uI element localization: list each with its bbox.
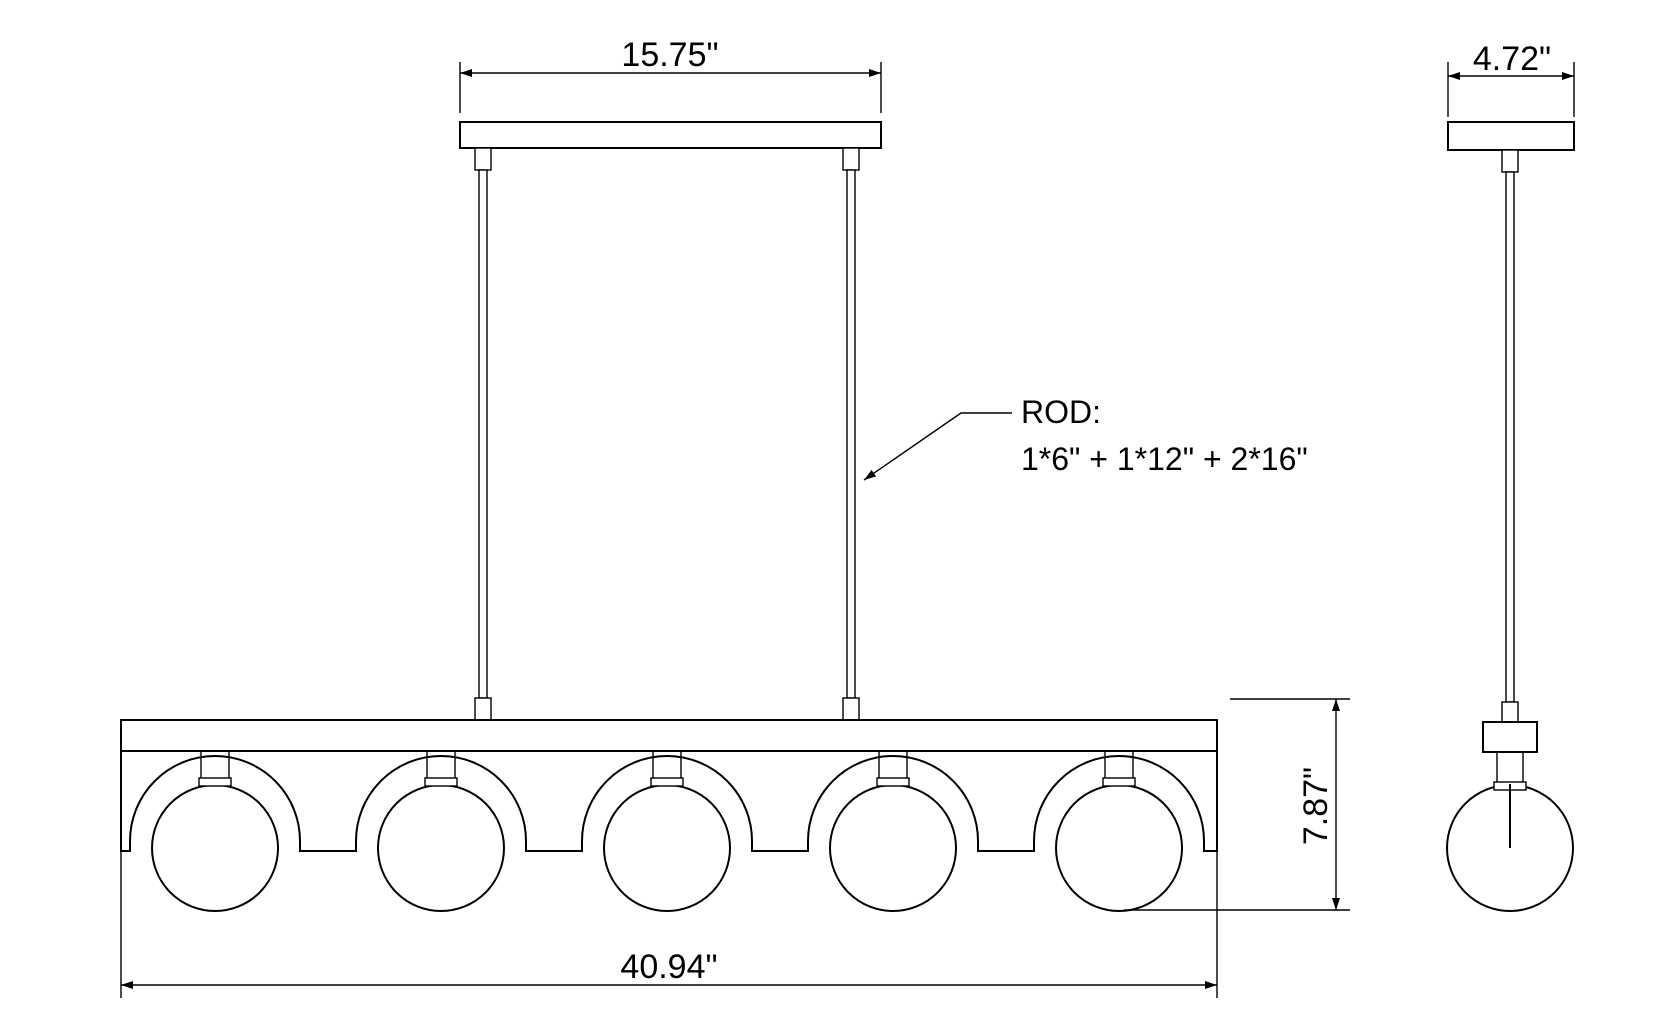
dimension-label-canopy-width: 15.75" (621, 36, 718, 74)
globe-collar (876, 777, 910, 787)
globe-shade-3 (603, 751, 731, 912)
dimension-side-canopy-width: 4.72" (1447, 40, 1575, 117)
front-view (120, 121, 1218, 912)
side-rod-fitting-bottom (1501, 701, 1519, 723)
fixture-body-outline (120, 751, 1218, 852)
rod-note-title: ROD: (1021, 394, 1101, 430)
front-canopy-plate (459, 121, 882, 149)
dimension-overall-width: 40.94" (120, 852, 1218, 998)
globe-circle (603, 784, 731, 912)
rod-fitting-top-left (474, 147, 492, 171)
side-body-block (1482, 721, 1538, 753)
side-canopy-plate (1447, 121, 1575, 151)
dimension-label-overall-width: 40.94" (620, 948, 717, 986)
globe-shades (151, 751, 1183, 912)
rod-note-spec: 1*6" + 1*12" + 2*16" (1021, 441, 1308, 477)
globe-collar (198, 777, 232, 787)
globe-shade-1 (151, 751, 279, 912)
side-suspension-rod (1505, 171, 1515, 703)
globe-circle (1055, 784, 1183, 912)
globe-collar (650, 777, 684, 787)
rod-callout: ROD: 1*6" + 1*12" + 2*16" (863, 394, 1308, 481)
suspension-rod-left (478, 169, 488, 699)
rod-leader-line (863, 412, 1012, 481)
side-view (1446, 121, 1575, 912)
rod-fitting-top-right (842, 147, 860, 171)
globe-circle (151, 784, 279, 912)
rod-fitting-bottom-left (474, 697, 492, 721)
dimension-canopy-width: 15.75" (459, 36, 882, 113)
side-rod-fitting-top (1501, 149, 1519, 173)
globe-shade-5 (1055, 751, 1183, 912)
globe-shade-4 (829, 751, 957, 912)
globe-shade-2 (377, 751, 505, 912)
globe-collar (424, 777, 458, 787)
globe-circle (829, 784, 957, 912)
dimension-label-side-canopy-width: 4.72" (1473, 40, 1551, 78)
rod-fitting-bottom-right (842, 697, 860, 721)
dimension-fixture-height: 7.87" (1124, 698, 1350, 911)
globe-collar (1102, 777, 1136, 787)
globe-circle (377, 784, 505, 912)
dimension-label-fixture-height: 7.87" (1297, 767, 1335, 845)
suspension-rod-right (846, 169, 856, 699)
fixture-top-bar (120, 719, 1218, 752)
